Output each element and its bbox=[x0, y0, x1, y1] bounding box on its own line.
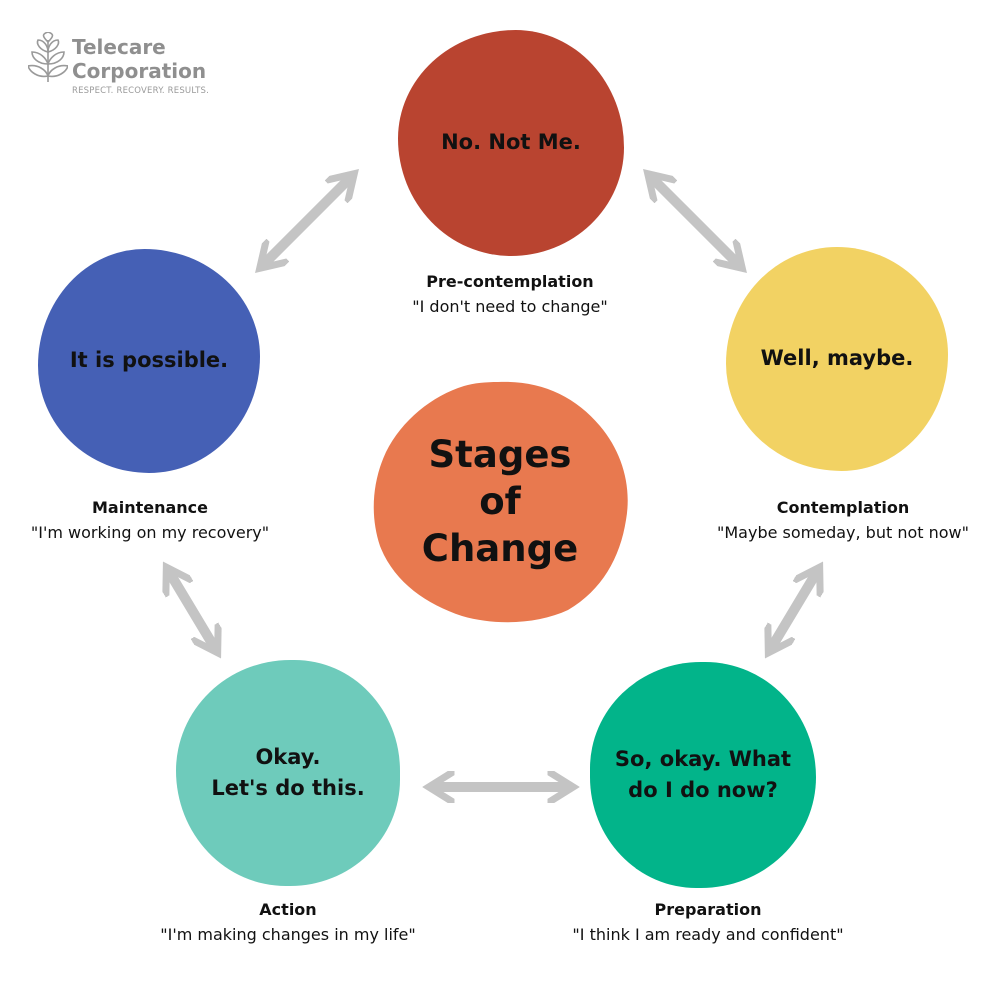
stage-quote-maintenance: "I'm working on my recovery" bbox=[30, 523, 270, 542]
bubble-maintenance: It is possible. bbox=[38, 249, 260, 473]
arrow-contemplation-preparation bbox=[770, 570, 818, 650]
logo-name-line1: Telecare bbox=[72, 35, 166, 59]
stage-quote-precontemplation: "I don't need to change" bbox=[412, 297, 608, 316]
center-blob: Stages of Change bbox=[370, 378, 630, 624]
bubble-text-preparation: So, okay. What do I do now? bbox=[614, 746, 792, 803]
stage-quote-action: "I'm making changes in my life" bbox=[160, 925, 416, 944]
center-blob-shape bbox=[373, 381, 628, 623]
logo-name-line2: Corporation bbox=[72, 59, 207, 83]
stage-name-preparation: Preparation bbox=[654, 900, 762, 919]
arrow-maintenance-precontemplation bbox=[262, 176, 352, 266]
caption-contemplation: Contemplation "Maybe someday, but not no… bbox=[683, 496, 1000, 546]
stage-quote-preparation: "I think I am ready and confident" bbox=[572, 925, 844, 944]
center-title: Stages of Change bbox=[421, 432, 579, 570]
bubble-preparation: So, okay. What do I do now? bbox=[590, 662, 816, 888]
stage-name-action: Action bbox=[259, 900, 317, 919]
stage-quote-contemplation: "Maybe someday, but not now" bbox=[717, 523, 969, 542]
arrow-precontemplation-contemplation bbox=[650, 176, 740, 266]
bubble-text-action: Okay. Let's do this. bbox=[211, 744, 365, 801]
caption-preparation: Preparation "I think I am ready and conf… bbox=[548, 898, 868, 948]
arrow-maintenance-action bbox=[168, 570, 216, 650]
stage-name-maintenance: Maintenance bbox=[91, 498, 208, 517]
stage-name-precontemplation: Pre-contemplation bbox=[426, 272, 594, 291]
caption-action: Action "I'm making changes in my life" bbox=[128, 898, 448, 948]
bubble-text-maintenance: It is possible. bbox=[69, 348, 229, 373]
bubble-text-precontemplation: No. Not Me. bbox=[441, 130, 581, 155]
bubble-text-contemplation: Well, maybe. bbox=[760, 346, 914, 371]
leaf-branch-icon bbox=[28, 32, 68, 82]
logo-tagline: RESPECT. RECOVERY. RESULTS. bbox=[72, 86, 210, 96]
caption-maintenance: Maintenance "I'm working on my recovery" bbox=[0, 496, 310, 546]
bubble-precontemplation: No. Not Me. bbox=[398, 30, 624, 256]
bubble-action: Okay. Let's do this. bbox=[176, 660, 400, 886]
stage-name-contemplation: Contemplation bbox=[776, 498, 910, 517]
bubble-contemplation: Well, maybe. bbox=[726, 247, 948, 471]
caption-precontemplation: Pre-contemplation "I don't need to chang… bbox=[350, 270, 670, 320]
telecare-logo: Telecare Corporation RESPECT. RECOVERY. … bbox=[28, 30, 228, 100]
